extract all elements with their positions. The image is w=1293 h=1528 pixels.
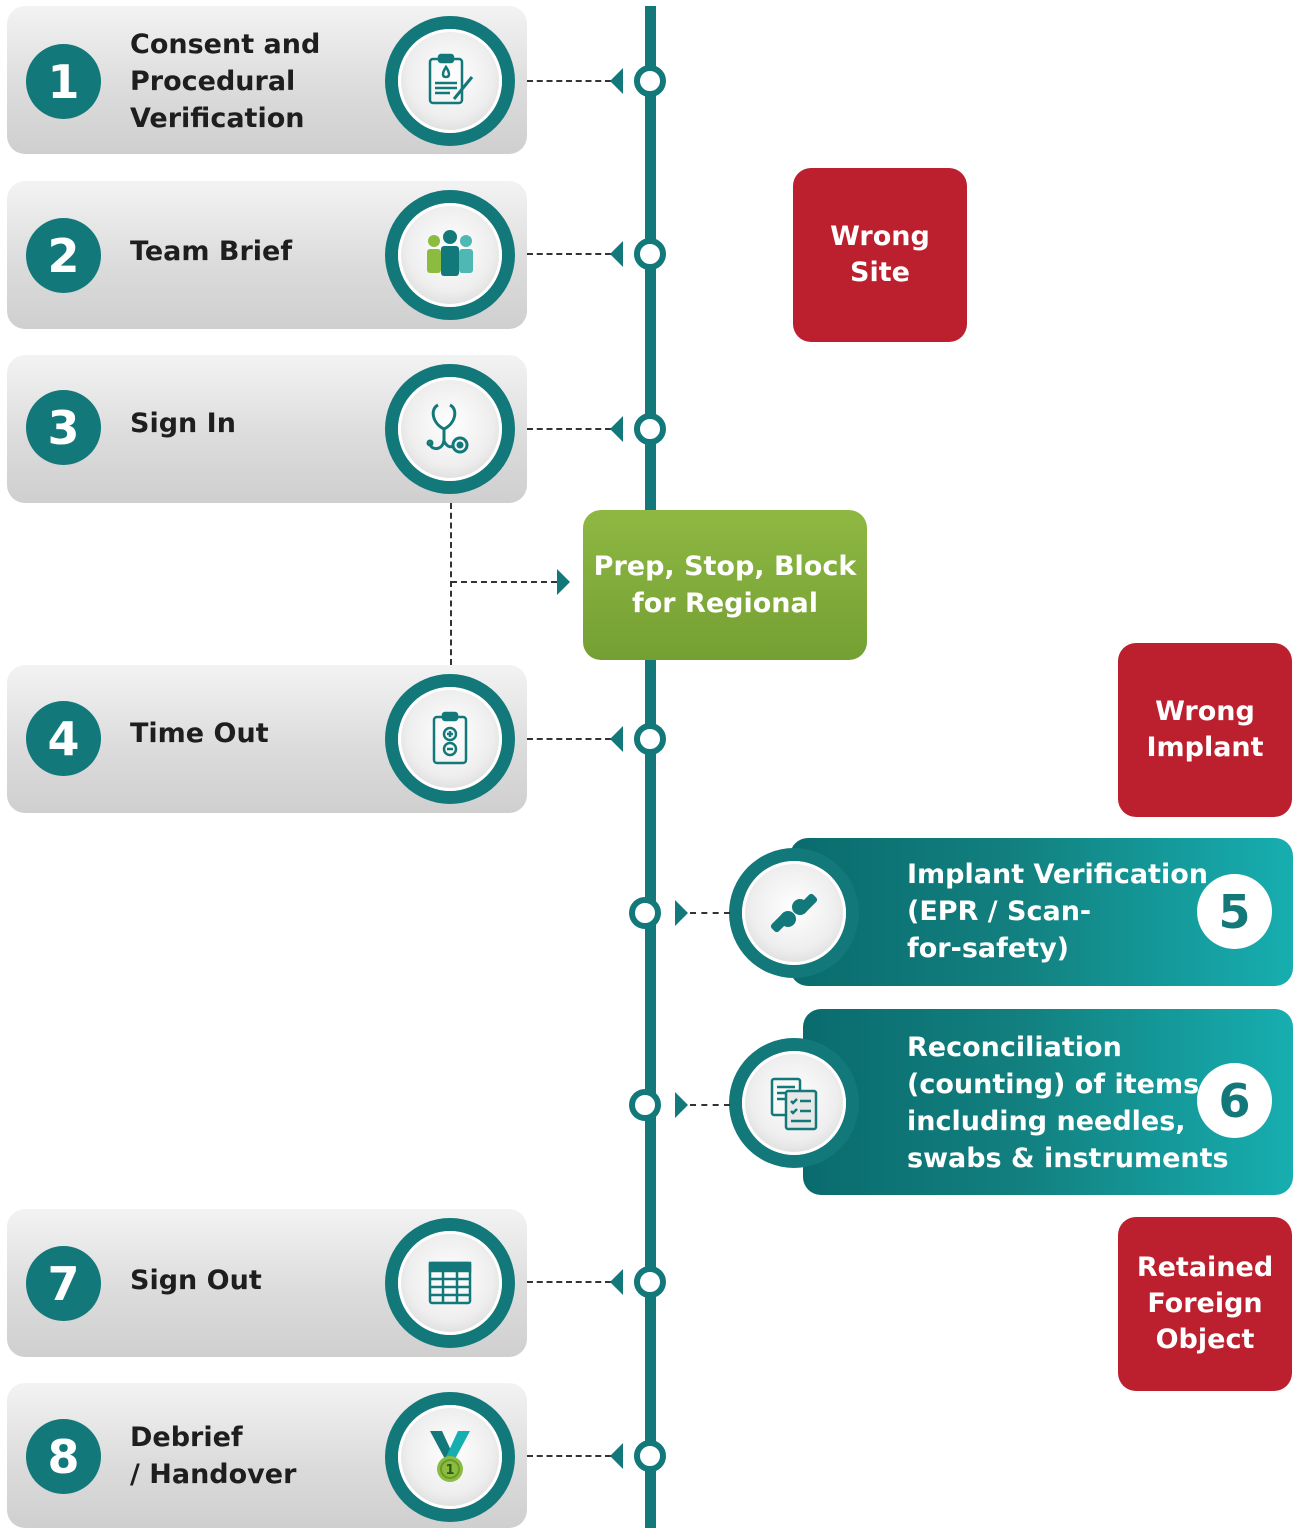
step-number-badge: 5	[1197, 874, 1272, 949]
branch-line	[450, 503, 452, 665]
step-number-badge: 2	[26, 218, 101, 293]
risk-line: Object	[1155, 1324, 1255, 1355]
step-label-line: / Handover	[130, 1459, 297, 1490]
step-label: Sign In	[130, 405, 236, 442]
step-number-badge: 1	[26, 44, 101, 119]
risk-line: Retained	[1136, 1252, 1274, 1283]
timeline-node	[629, 897, 661, 929]
connector-line	[690, 912, 730, 914]
step-icon-ring-1	[385, 16, 515, 146]
risk-line: Foreign	[1147, 1288, 1263, 1319]
branch-connector	[451, 581, 557, 583]
risk-line: Wrong	[1155, 696, 1255, 727]
step-card-6: Reconciliation (counting) of items inclu…	[803, 1009, 1293, 1195]
step-label-line: Debrief	[130, 1422, 243, 1453]
branch-arrow	[557, 569, 570, 595]
regional-line: for Regional	[632, 588, 818, 619]
step-label-line: Time Out	[130, 718, 269, 749]
step-icon-ring-8: 1	[385, 1392, 515, 1522]
step-icon-ring-7	[385, 1218, 515, 1348]
timeline-node	[634, 65, 666, 97]
timeline-node	[629, 1089, 661, 1121]
connector-arrow	[610, 726, 623, 752]
step-label-line: (EPR / Scan-	[907, 896, 1092, 927]
checklist-documents-icon	[770, 1077, 818, 1131]
step-label-line: Implant Verification	[907, 859, 1208, 890]
step-label-line: swabs & instruments	[907, 1143, 1229, 1174]
connector-arrow	[675, 900, 688, 926]
step-number-badge: 6	[1197, 1063, 1272, 1138]
risk-line: Wrong	[830, 221, 930, 252]
connector-arrow	[610, 1269, 623, 1295]
step-label: Time Out	[130, 715, 269, 752]
step-label: Sign Out	[130, 1262, 262, 1299]
step-card-5: Implant Verification (EPR / Scan- for-sa…	[790, 838, 1293, 986]
timeline-node	[634, 723, 666, 755]
regional-block-box: Prep, Stop, Block for Regional	[583, 510, 867, 660]
step-number-badge: 3	[26, 390, 101, 465]
timeline-spine	[645, 6, 656, 1528]
connector-line	[527, 738, 611, 740]
stethoscope-icon	[426, 403, 469, 454]
step-label-line: Consent and	[130, 29, 321, 60]
connector-arrow	[610, 1443, 623, 1469]
connector-line	[527, 253, 611, 255]
step-label-line: for-safety)	[907, 933, 1070, 964]
timeline-node	[634, 238, 666, 270]
team-people-icon	[427, 230, 473, 276]
connector-line	[527, 1281, 611, 1283]
table-grid-icon	[428, 1261, 472, 1305]
step-label-line: (counting) of items	[907, 1069, 1200, 1100]
step-number-badge: 7	[26, 1246, 101, 1321]
risk-box-retained-foreign-object: Retained Foreign Object	[1118, 1217, 1292, 1391]
step-label-line: Reconciliation	[907, 1032, 1122, 1063]
risk-box-wrong-site: Wrong Site	[793, 168, 967, 342]
timeline-node	[634, 1440, 666, 1472]
step-number-badge: 4	[26, 701, 101, 776]
step-label-line: Sign Out	[130, 1265, 262, 1296]
connector-arrow	[610, 68, 623, 94]
connector-arrow	[610, 416, 623, 442]
medal-icon: 1	[430, 1431, 470, 1482]
step-icon-ring-2	[385, 190, 515, 320]
step-label: Consent and Procedural Verification	[130, 26, 320, 137]
step-icon-ring-5	[729, 848, 859, 978]
step-label-line: Verification	[130, 103, 305, 134]
joint-implant-icon	[770, 893, 818, 933]
risk-line: Site	[850, 257, 910, 288]
step-label: Debrief / Handover	[130, 1419, 296, 1493]
connector-arrow	[610, 241, 623, 267]
svg-text:1: 1	[445, 1463, 454, 1478]
risk-box-wrong-implant: Wrong Implant	[1118, 643, 1292, 817]
timeline-node	[634, 413, 666, 445]
clipboard-blood-form-icon	[428, 53, 474, 105]
step-label: Team Brief	[130, 233, 292, 270]
connector-line	[527, 1455, 611, 1457]
connector-line	[527, 80, 611, 82]
step-label-line: Procedural	[130, 66, 296, 97]
step-icon-ring-6	[729, 1038, 859, 1168]
timeline-node	[634, 1266, 666, 1298]
connector-line	[690, 1104, 730, 1106]
clipboard-plus-minus-icon	[432, 711, 468, 765]
step-label-line: Sign In	[130, 408, 236, 439]
step-label-line: including needles,	[907, 1106, 1186, 1137]
step-label: Implant Verification (EPR / Scan- for-sa…	[907, 856, 1208, 967]
connector-line	[527, 428, 611, 430]
step-icon-ring-4	[385, 674, 515, 804]
connector-arrow	[675, 1092, 688, 1118]
step-label-line: Team Brief	[130, 236, 293, 267]
regional-line: Prep, Stop, Block	[593, 551, 857, 582]
step-icon-ring-3	[385, 364, 515, 494]
step-label: Reconciliation (counting) of items inclu…	[907, 1029, 1229, 1177]
risk-line: Implant	[1146, 732, 1264, 763]
step-number-badge: 8	[26, 1419, 101, 1494]
